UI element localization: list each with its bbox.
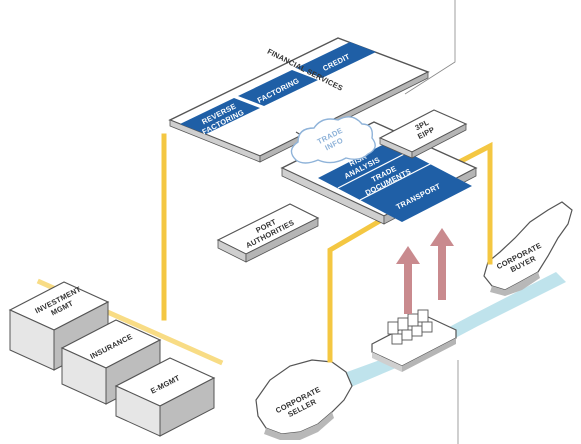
connector-hub-left — [327, 218, 382, 363]
background-lines — [404, 0, 459, 444]
credit-panel — [296, 42, 376, 78]
port-authorities-box — [216, 203, 320, 263]
corporate-buyer-land — [483, 201, 573, 296]
container-ship-icon — [371, 309, 457, 372]
cloud-icon — [290, 116, 376, 164]
tpl-eipp-box — [378, 109, 468, 159]
corporate-seller-land — [255, 359, 353, 440]
up-arrow-icon — [396, 228, 454, 314]
factoring-panel — [238, 70, 318, 106]
e-mgmt-block — [114, 357, 216, 437]
reverse-factoring-panel — [180, 98, 260, 134]
